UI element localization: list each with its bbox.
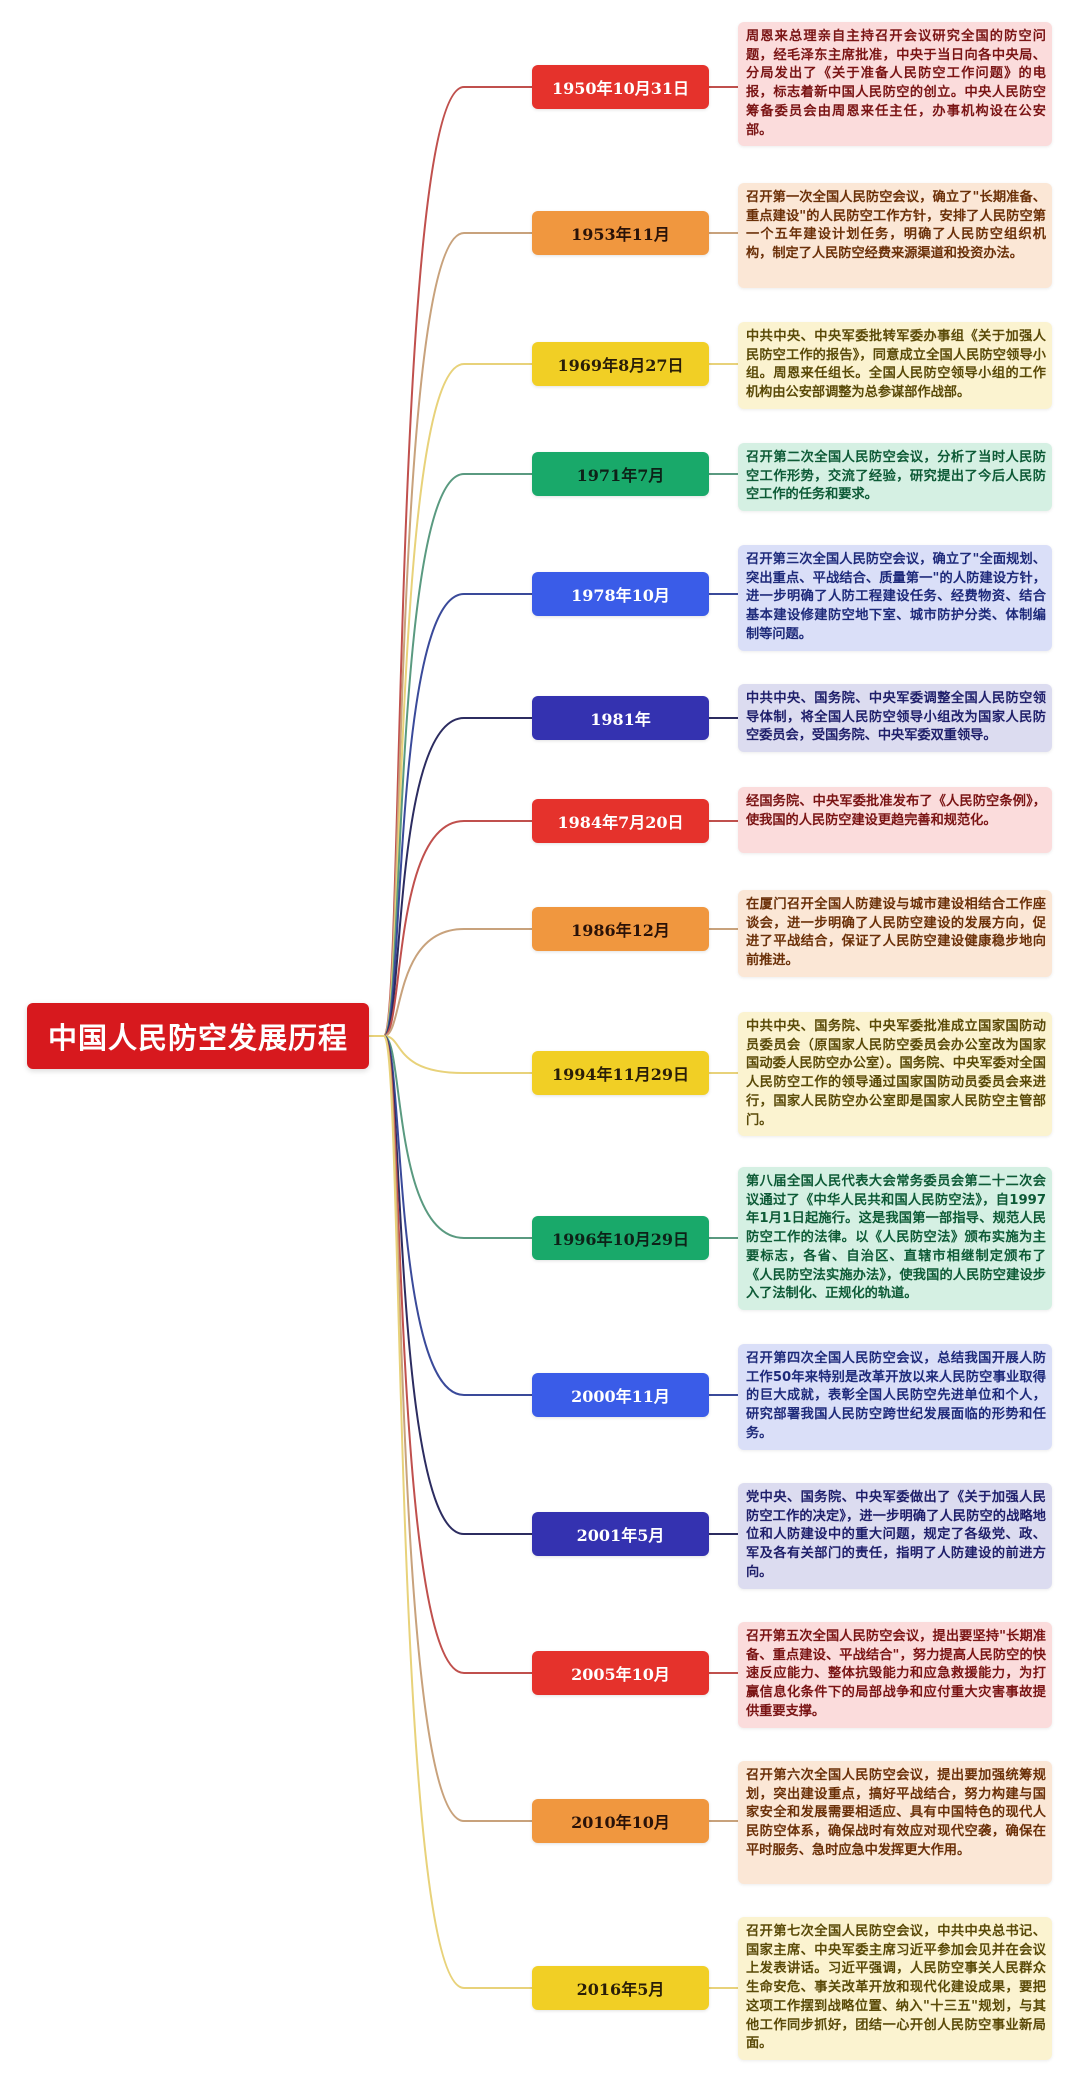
- description-node-9[interactable]: 第八届全国人民代表大会常务委员会第二十二次会议通过了《中华人民共和国人民防空法》…: [738, 1167, 1052, 1310]
- description-node-6[interactable]: 经国务院、中央军委批准发布了《人民防空条例》，使我国的人民防空建设更趋完善和规范…: [738, 787, 1052, 853]
- description-node-13[interactable]: 召开第六次全国人民防空会议，提出要加强统筹规划，突出建设重点，搞好平战结合，努力…: [738, 1761, 1052, 1884]
- description-node-1[interactable]: 召开第一次全国人民防空会议，确立了"长期准备、重点建设"的人民防空工作方针，安排…: [738, 183, 1052, 288]
- date-node-8[interactable]: 1994年11月29日: [532, 1051, 709, 1095]
- date-node-3[interactable]: 1971年7月: [532, 452, 709, 496]
- date-label: 2010年10月: [571, 1813, 670, 1832]
- branch-line: [369, 820, 532, 1037]
- description-node-8[interactable]: 中共中央、国务院、中央军委批准成立国家国防动员委员会（原国家人民防空委员会办公室…: [738, 1012, 1052, 1137]
- description-node-2[interactable]: 中共中央、中央军委批转军委办事组《关于加强人民防空工作的报告》，同意成立全国人民…: [738, 322, 1052, 409]
- description-text: 召开第一次全国人民防空会议，确立了"长期准备、重点建设"的人民防空工作方针，安排…: [746, 190, 1046, 262]
- date-label: 1996年10月29日: [551, 1230, 690, 1249]
- date-label: 1971年7月: [576, 466, 665, 485]
- date-node-12[interactable]: 2005年10月: [532, 1651, 709, 1695]
- description-node-10[interactable]: 召开第四次全国人民防空会议，总结我国开展人防工作50年来特别是改革开放以来人民防…: [738, 1344, 1052, 1450]
- date-label: 2016年5月: [576, 1980, 665, 1999]
- date-label: 2000年11月: [571, 1387, 670, 1406]
- date-label: 1986年12月: [571, 921, 670, 940]
- description-text: 第八届全国人民代表大会常务委员会第二十二次会议通过了《中华人民共和国人民防空法》…: [746, 1174, 1046, 1302]
- description-node-3[interactable]: 召开第二次全国人民防空会议，分析了当时人民防空工作形势，交流了经验，研究提出了今…: [738, 443, 1052, 512]
- branch-line: [369, 86, 532, 1037]
- description-node-11[interactable]: 党中央、国务院、中央军委做出了《关于加强人民防空工作的决定》，进一步明确了人民防…: [738, 1483, 1052, 1589]
- date-label: 1984年7月20日: [557, 813, 684, 832]
- description-text: 中共中央、国务院、中央军委调整全国人民防空领导体制，将全国人民防空领导小组改为国…: [746, 691, 1046, 744]
- date-node-11[interactable]: 2001年5月: [532, 1512, 709, 1556]
- branch-line: [369, 928, 532, 1037]
- description-text: 周恩来总理亲自主持召开会议研究全国的防空问题，经毛泽东主席批准，中央于当日向各中…: [746, 29, 1046, 138]
- date-node-14[interactable]: 2016年5月: [532, 1966, 709, 2010]
- date-node-7[interactable]: 1986年12月: [532, 907, 709, 951]
- description-node-0[interactable]: 周恩来总理亲自主持召开会议研究全国的防空问题，经毛泽东主席批准，中央于当日向各中…: [738, 22, 1052, 147]
- date-node-10[interactable]: 2000年11月: [532, 1373, 709, 1417]
- description-text: 经国务院、中央军委批准发布了《人民防空条例》，使我国的人民防空建设更趋完善和规范…: [746, 794, 1046, 828]
- date-node-6[interactable]: 1984年7月20日: [532, 799, 709, 843]
- date-label: 1950年10月31日: [551, 79, 690, 98]
- date-node-9[interactable]: 1996年10月29日: [532, 1216, 709, 1260]
- date-label: 2001年5月: [576, 1526, 665, 1545]
- description-node-4[interactable]: 召开第三次全国人民防空会议，确立了"全面规划、突出重点、平战结合、质量第一"的人…: [738, 545, 1052, 651]
- description-node-5[interactable]: 中共中央、国务院、中央军委调整全国人民防空领导体制，将全国人民防空领导小组改为国…: [738, 684, 1052, 753]
- description-text: 中共中央、国务院、中央军委批准成立国家国防动员委员会（原国家人民防空委员会办公室…: [746, 1019, 1046, 1128]
- description-text: 党中央、国务院、中央军委做出了《关于加强人民防空工作的决定》，进一步明确了人民防…: [746, 1490, 1046, 1580]
- branch-line: [369, 1035, 532, 1239]
- description-text: 召开第二次全国人民防空会议，分析了当时人民防空工作形势，交流了经验，研究提出了今…: [746, 450, 1046, 503]
- date-label: 1953年11月: [571, 225, 670, 244]
- description-text: 召开第六次全国人民防空会议，提出要加强统筹规划，突出建设重点，搞好平战结合，努力…: [746, 1768, 1046, 1858]
- branch-line: [369, 717, 532, 1037]
- branch-line: [369, 1035, 532, 1989]
- date-node-13[interactable]: 2010年10月: [532, 1799, 709, 1843]
- description-text: 中共中央、中央军委批转军委办事组《关于加强人民防空工作的报告》，同意成立全国人民…: [746, 329, 1046, 401]
- description-text: 召开第五次全国人民防空会议，提出要坚持"长期准备、重点建设、平战结合"，努力提高…: [746, 1629, 1046, 1719]
- root-topic[interactable]: 中国人民防空发展历程: [27, 1003, 369, 1069]
- description-text: 召开第四次全国人民防空会议，总结我国开展人防工作50年来特别是改革开放以来人民防…: [746, 1351, 1046, 1441]
- date-node-2[interactable]: 1969年8月27日: [532, 342, 709, 386]
- description-text: 在厦门召开全国人防建设与城市建设相结合工作座谈会，进一步明确了人民防空建设的发展…: [746, 897, 1046, 969]
- description-text: 召开第七次全国人民防空会议，中共中央总书记、国家主席、中央军委主席习近平参加会见…: [746, 1924, 1046, 2052]
- date-label: 1969年8月27日: [557, 356, 684, 375]
- date-label: 1994年11月29日: [551, 1065, 690, 1084]
- description-node-7[interactable]: 在厦门召开全国人防建设与城市建设相结合工作座谈会，进一步明确了人民防空建设的发展…: [738, 890, 1052, 977]
- root-title: 中国人民防空发展历程: [47, 1021, 348, 1055]
- date-node-1[interactable]: 1953年11月: [532, 211, 709, 255]
- date-label: 1981年: [590, 710, 651, 729]
- date-node-5[interactable]: 1981年: [532, 696, 709, 740]
- date-node-0[interactable]: 1950年10月31日: [532, 65, 709, 109]
- description-node-14[interactable]: 召开第七次全国人民防空会议，中共中央总书记、国家主席、中央军委主席习近平参加会见…: [738, 1917, 1052, 2060]
- date-node-4[interactable]: 1978年10月: [532, 572, 709, 616]
- date-label: 1978年10月: [571, 586, 670, 605]
- date-label: 2005年10月: [571, 1665, 670, 1684]
- description-text: 召开第三次全国人民防空会议，确立了"全面规划、突出重点、平战结合、质量第一"的人…: [746, 552, 1046, 642]
- description-node-12[interactable]: 召开第五次全国人民防空会议，提出要坚持"长期准备、重点建设、平战结合"，努力提高…: [738, 1622, 1052, 1728]
